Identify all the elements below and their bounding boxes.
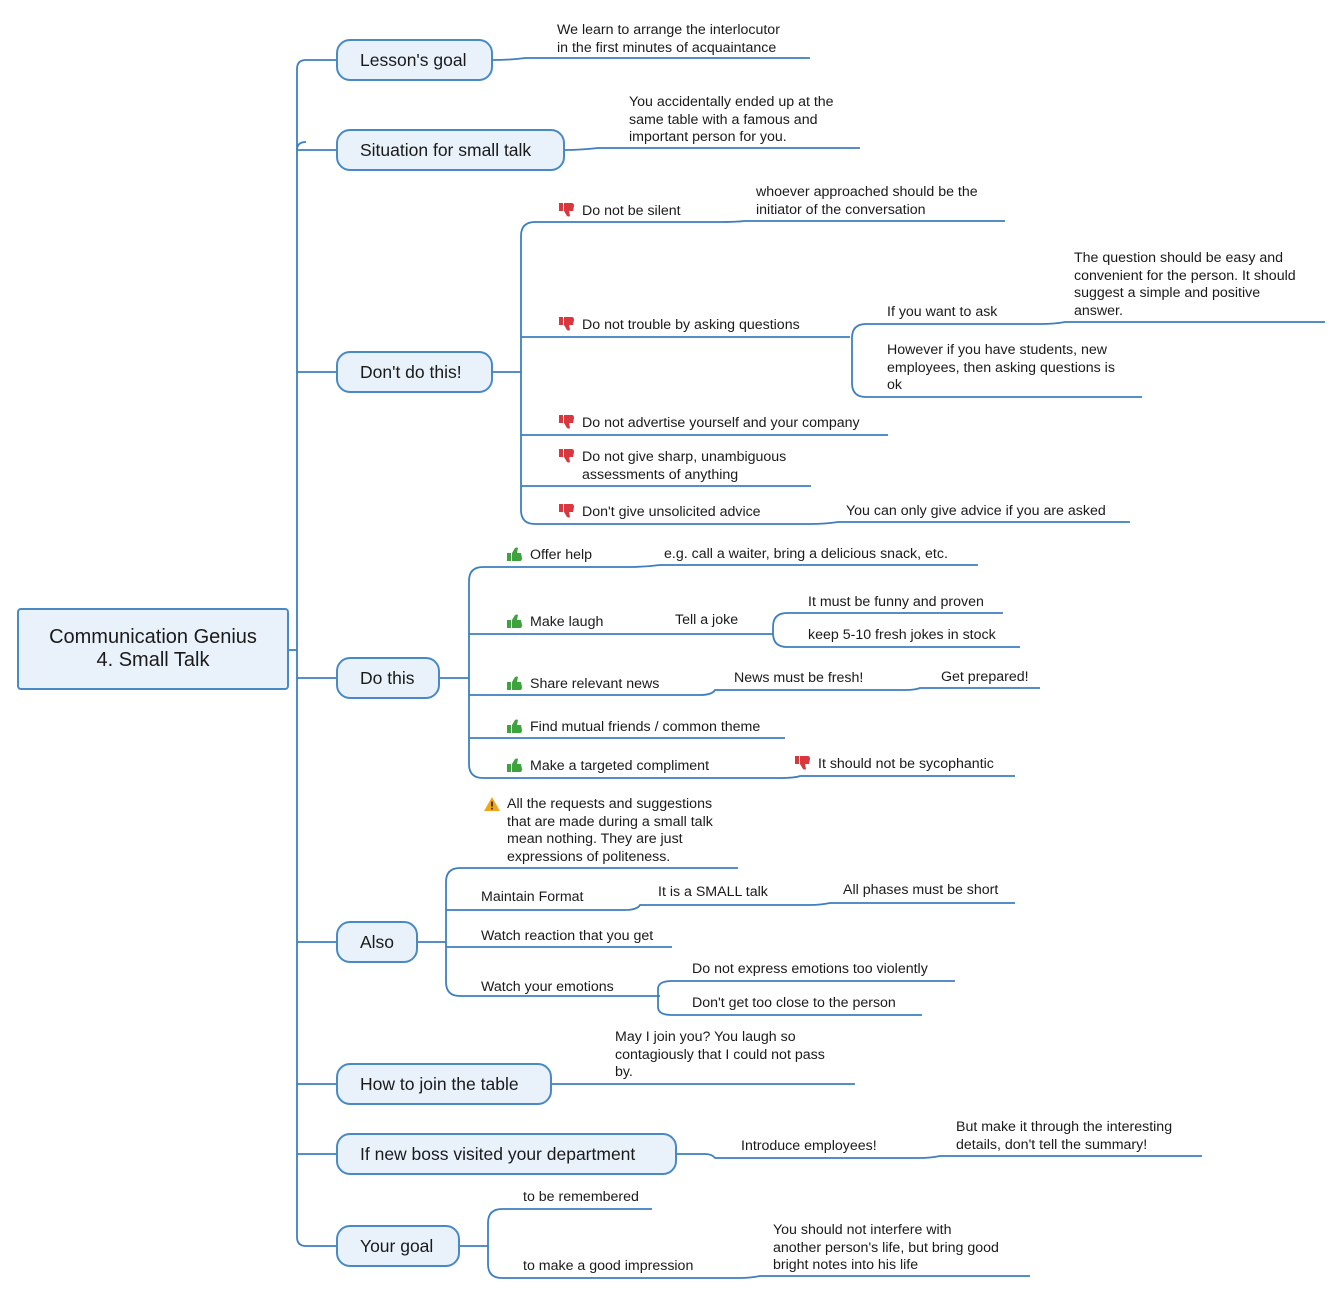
- root-topic[interactable]: Communication Genius 4. Small Talk: [17, 608, 289, 690]
- note-line: All the requests and suggestions: [507, 796, 713, 812]
- note-not-sycophantic[interactable]: It should not be sycophantic: [818, 756, 994, 772]
- topic-dont-do-this[interactable]: Don't do this!: [336, 351, 493, 393]
- item-offer-help[interactable]: Offer help: [530, 547, 593, 563]
- note-line: mean nothing. They are just: [507, 831, 683, 848]
- note-line: bright notes into his life: [773, 1257, 919, 1274]
- note-line: another person's life, but bring good: [773, 1239, 999, 1256]
- note-line: convenient for the person. It should: [1074, 267, 1296, 284]
- item-do-not-be-silent[interactable]: Do not be silent: [582, 203, 681, 219]
- item-introduce-employees[interactable]: Introduce employees!: [741, 1138, 877, 1154]
- note-line: same table with a famous and: [629, 111, 818, 128]
- note-fresh-jokes[interactable]: keep 5-10 fresh jokes in stock: [808, 627, 996, 643]
- thumbs-down-icon: [795, 756, 810, 770]
- note-line: ok: [887, 377, 902, 394]
- item-line: Do not give sharp, unambiguous: [582, 449, 787, 465]
- topic-label: Don't do this!: [360, 361, 462, 382]
- note-line: contagiously that I could not pass: [615, 1046, 825, 1063]
- item-do-not-trouble[interactable]: Do not trouble by asking questions: [582, 317, 800, 333]
- item-good-impression[interactable]: to make a good impression: [523, 1258, 694, 1274]
- topic-new-boss[interactable]: If new boss visited your department: [336, 1133, 677, 1175]
- item-make-laugh[interactable]: Make laugh: [530, 614, 604, 630]
- topic-label: Do this: [360, 667, 415, 688]
- thumbs-down-icon: [559, 449, 574, 463]
- note-not-violent[interactable]: Do not express emotions too violently: [692, 961, 928, 977]
- note-call-waiter[interactable]: e.g. call a waiter, bring a delicious sn…: [664, 546, 948, 562]
- note-lessons-goal[interactable]: We learn to arrange the interlocutor in …: [557, 22, 780, 57]
- thumbs-down-icon: [559, 504, 574, 518]
- item-news-fresh[interactable]: News must be fresh!: [734, 670, 864, 686]
- topic-label: Your goal: [360, 1235, 434, 1256]
- topic-label: Also: [360, 931, 395, 952]
- topic-label: Situation for small talk: [360, 139, 532, 160]
- note-line: You should not interfere with: [773, 1222, 952, 1238]
- topic-situation[interactable]: Situation for small talk: [336, 129, 565, 171]
- thumbs-down-icon: [559, 415, 574, 429]
- thumbs-up-icon: [507, 614, 522, 628]
- item-maintain-format[interactable]: Maintain Format: [481, 889, 584, 905]
- note-not-too-close[interactable]: Don't get too close to the person: [692, 995, 896, 1011]
- note-line: details, don't tell the summary!: [956, 1136, 1148, 1153]
- topic-your-goal[interactable]: Your goal: [336, 1225, 460, 1267]
- thumbs-down-icon: [559, 203, 574, 217]
- note-initiator[interactable]: whoever approached should be the initiat…: [756, 184, 978, 219]
- note-line: suggest a simple and positive: [1074, 285, 1261, 302]
- note-line: The question should be easy and: [1074, 250, 1284, 266]
- note-question-easy[interactable]: The question should be easy and convenie…: [1074, 250, 1296, 320]
- note-line: However if you have students, new: [887, 342, 1108, 358]
- root-subtitle: 4. Small Talk: [96, 649, 210, 671]
- note-line: in the first minutes of acquaintance: [557, 39, 777, 56]
- note-line: that are made during a small talk: [507, 813, 713, 830]
- thumbs-up-icon: [507, 547, 522, 561]
- item-do-not-advertise[interactable]: Do not advertise yourself and your compa…: [582, 415, 860, 431]
- root-title: Communication Genius: [49, 626, 257, 648]
- topic-also[interactable]: Also: [336, 921, 418, 963]
- note-line: expressions of politeness.: [507, 848, 671, 865]
- item-watch-emotions[interactable]: Watch your emotions: [481, 979, 614, 995]
- item-unsolicited-advice[interactable]: Don't give unsolicited advice: [582, 504, 761, 520]
- topic-label: If new boss visited your department: [360, 1143, 636, 1164]
- item-small-talk[interactable]: It is a SMALL talk: [658, 884, 768, 900]
- topic-lessons-goal[interactable]: Lesson's goal: [336, 39, 493, 81]
- note-advice-if-asked[interactable]: You can only give advice if you are aske…: [846, 503, 1106, 519]
- note-get-prepared[interactable]: Get prepared!: [941, 669, 1029, 685]
- note-funny-proven[interactable]: It must be funny and proven: [808, 594, 984, 610]
- note-situation[interactable]: You accidentally ended up at the same ta…: [629, 94, 834, 147]
- note-line: by.: [615, 1064, 633, 1081]
- thumbs-up-icon: [507, 676, 522, 690]
- item-mutual-friends[interactable]: Find mutual friends / common theme: [530, 719, 761, 735]
- item-be-remembered[interactable]: to be remembered: [523, 1189, 639, 1205]
- thumbs-up-icon: [507, 758, 522, 772]
- note-line: employees, then asking questions is: [887, 359, 1115, 376]
- note-line: May I join you? You laugh so: [615, 1029, 796, 1045]
- note-line: initiator of the conversation: [756, 201, 926, 218]
- note-line: whoever approached should be the: [756, 184, 978, 200]
- topic-do-this[interactable]: Do this: [336, 657, 440, 699]
- topic-join-table[interactable]: How to join the table: [336, 1063, 552, 1105]
- note-bright-notes[interactable]: You should not interfere with another pe…: [773, 1222, 999, 1275]
- topic-label: Lesson's goal: [360, 49, 467, 70]
- note-line: We learn to arrange the interlocutor: [557, 22, 780, 38]
- warning-icon: [484, 797, 500, 811]
- note-interesting-details[interactable]: But make it through the interesting deta…: [956, 1119, 1172, 1154]
- note-line: answer.: [1074, 302, 1123, 319]
- item-targeted-compliment[interactable]: Make a targeted compliment: [530, 758, 710, 774]
- note-line: You accidentally ended up at the: [629, 94, 834, 110]
- item-do-not-give-sharp[interactable]: Do not give sharp, unambiguous assessmen…: [582, 449, 786, 484]
- note-line: But make it through the interesting: [956, 1119, 1173, 1135]
- thumbs-down-icon: [559, 317, 574, 331]
- item-students-ok[interactable]: However if you have students, new employ…: [887, 342, 1115, 395]
- item-tell-a-joke[interactable]: Tell a joke: [675, 612, 739, 628]
- thumbs-up-icon: [507, 719, 522, 733]
- note-may-i-join[interactable]: May I join you? You laugh so contagiousl…: [615, 1029, 825, 1082]
- item-line: assessments of anything: [582, 466, 739, 483]
- item-share-news[interactable]: Share relevant news: [530, 676, 660, 692]
- item-if-you-want-to-ask[interactable]: If you want to ask: [887, 304, 998, 320]
- topic-label: How to join the table: [360, 1073, 519, 1094]
- note-phases-short[interactable]: All phases must be short: [843, 882, 999, 898]
- note-politeness-warning[interactable]: All the requests and suggestions that ar…: [507, 796, 713, 866]
- item-watch-reaction[interactable]: Watch reaction that you get: [481, 928, 654, 944]
- note-line: important person for you.: [629, 129, 787, 146]
